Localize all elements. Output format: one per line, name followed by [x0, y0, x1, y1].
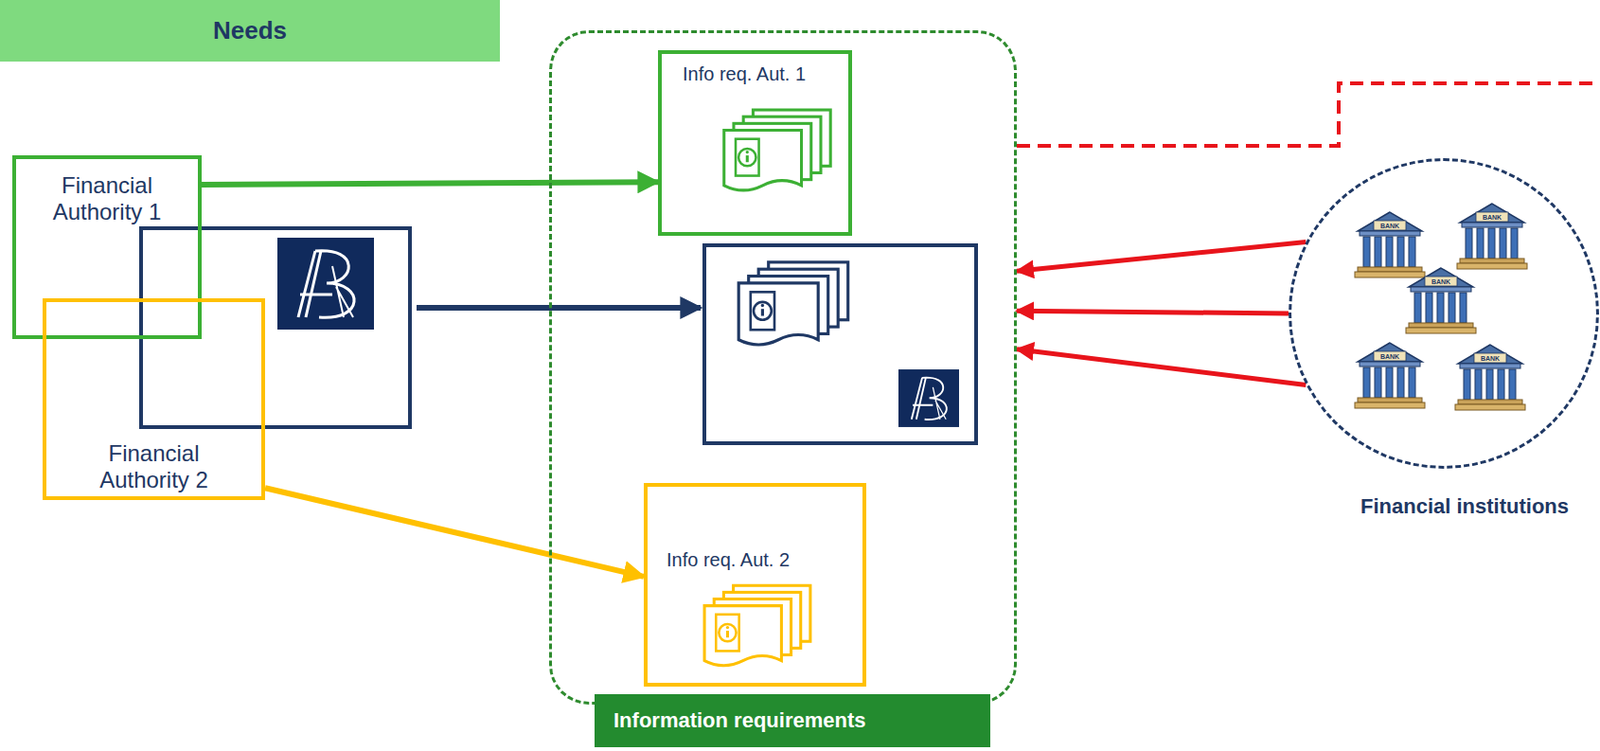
- bank-icon: [1457, 203, 1528, 269]
- bank-icons: [1354, 203, 1528, 410]
- central-bank-arrow: [416, 304, 701, 311]
- authority-box: Financial Authority 2: [42, 298, 266, 500]
- requirement-box: Info req. Aut. 2: [643, 482, 867, 687]
- arrow-connector: [201, 181, 658, 185]
- dashed-link: [1016, 83, 1600, 146]
- node-label: Financial Authority 2: [69, 440, 240, 494]
- bank-icon: [1455, 344, 1526, 410]
- arrow-connector: [1016, 242, 1306, 272]
- node-label: Needs: [213, 16, 287, 46]
- bank-sign: BANK: [1373, 352, 1406, 361]
- bank-icon: [1405, 267, 1476, 334]
- arrow-connector: [1016, 349, 1306, 386]
- arrow-connector: [1016, 310, 1289, 314]
- header-band: Needs: [0, 0, 500, 62]
- node-label: Info req. Aut. 1: [682, 63, 849, 86]
- central-bank-info-box: [704, 245, 977, 444]
- node-label: Info req. Aut. 2: [666, 549, 863, 571]
- node-label: Financial Authority 1: [26, 172, 188, 226]
- bank-sign: BANK: [1373, 221, 1406, 231]
- arrow-connector: [265, 487, 644, 577]
- central-bank-logo: [277, 237, 374, 330]
- bank-sign: BANK: [1475, 213, 1509, 222]
- central-bank-logo: [898, 369, 960, 427]
- document-icon: [724, 109, 831, 191]
- bank-icon: [1354, 212, 1425, 278]
- institutions-circle: Financial institutions: [1288, 158, 1600, 469]
- node-label: Information requirements: [594, 693, 991, 747]
- authority-box: Financial Authority 1: [12, 155, 202, 339]
- requirement-box: Info req. Aut. 1: [657, 50, 853, 236]
- bank-sign: BANK: [1424, 277, 1458, 286]
- requirements-region: Information requirementsInfo req. Aut. 1…: [549, 30, 1017, 705]
- node-label: Financial institutions: [1360, 494, 1569, 519]
- bank-sign: BANK: [1474, 354, 1507, 363]
- document-icon: [738, 262, 849, 345]
- central-bank-box: [141, 228, 410, 427]
- bank-icon: [1354, 342, 1425, 409]
- document-icon: [704, 585, 811, 665]
